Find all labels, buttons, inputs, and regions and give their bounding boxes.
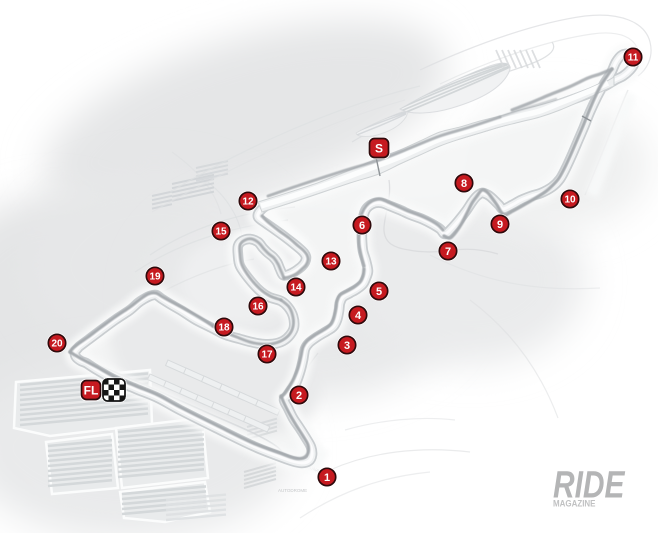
svg-text:FL: FL [84,383,99,397]
svg-text:20: 20 [51,339,63,350]
svg-text:17: 17 [261,350,273,361]
svg-text:2: 2 [296,390,302,402]
svg-text:15: 15 [215,227,227,238]
svg-text:MAGAZINE: MAGAZINE [553,499,596,509]
svg-text:10: 10 [564,195,576,206]
svg-text:14: 14 [290,283,302,294]
svg-text:11: 11 [628,53,639,64]
svg-text:16: 16 [252,302,264,313]
svg-text:RIDE: RIDE [553,465,626,507]
svg-text:19: 19 [149,272,161,283]
svg-text:4: 4 [355,310,362,322]
svg-text:1: 1 [324,472,330,484]
svg-text:9: 9 [497,219,503,231]
svg-text:7: 7 [445,246,451,258]
svg-text:AUTODROME: AUTODROME [278,488,307,493]
svg-text:13: 13 [325,257,337,268]
svg-text:3: 3 [344,340,350,352]
svg-text:18: 18 [218,323,230,334]
svg-text:12: 12 [242,197,254,208]
svg-text:6: 6 [359,220,365,232]
svg-text:8: 8 [461,178,467,190]
svg-text:5: 5 [376,286,382,298]
svg-text:S: S [375,141,383,155]
